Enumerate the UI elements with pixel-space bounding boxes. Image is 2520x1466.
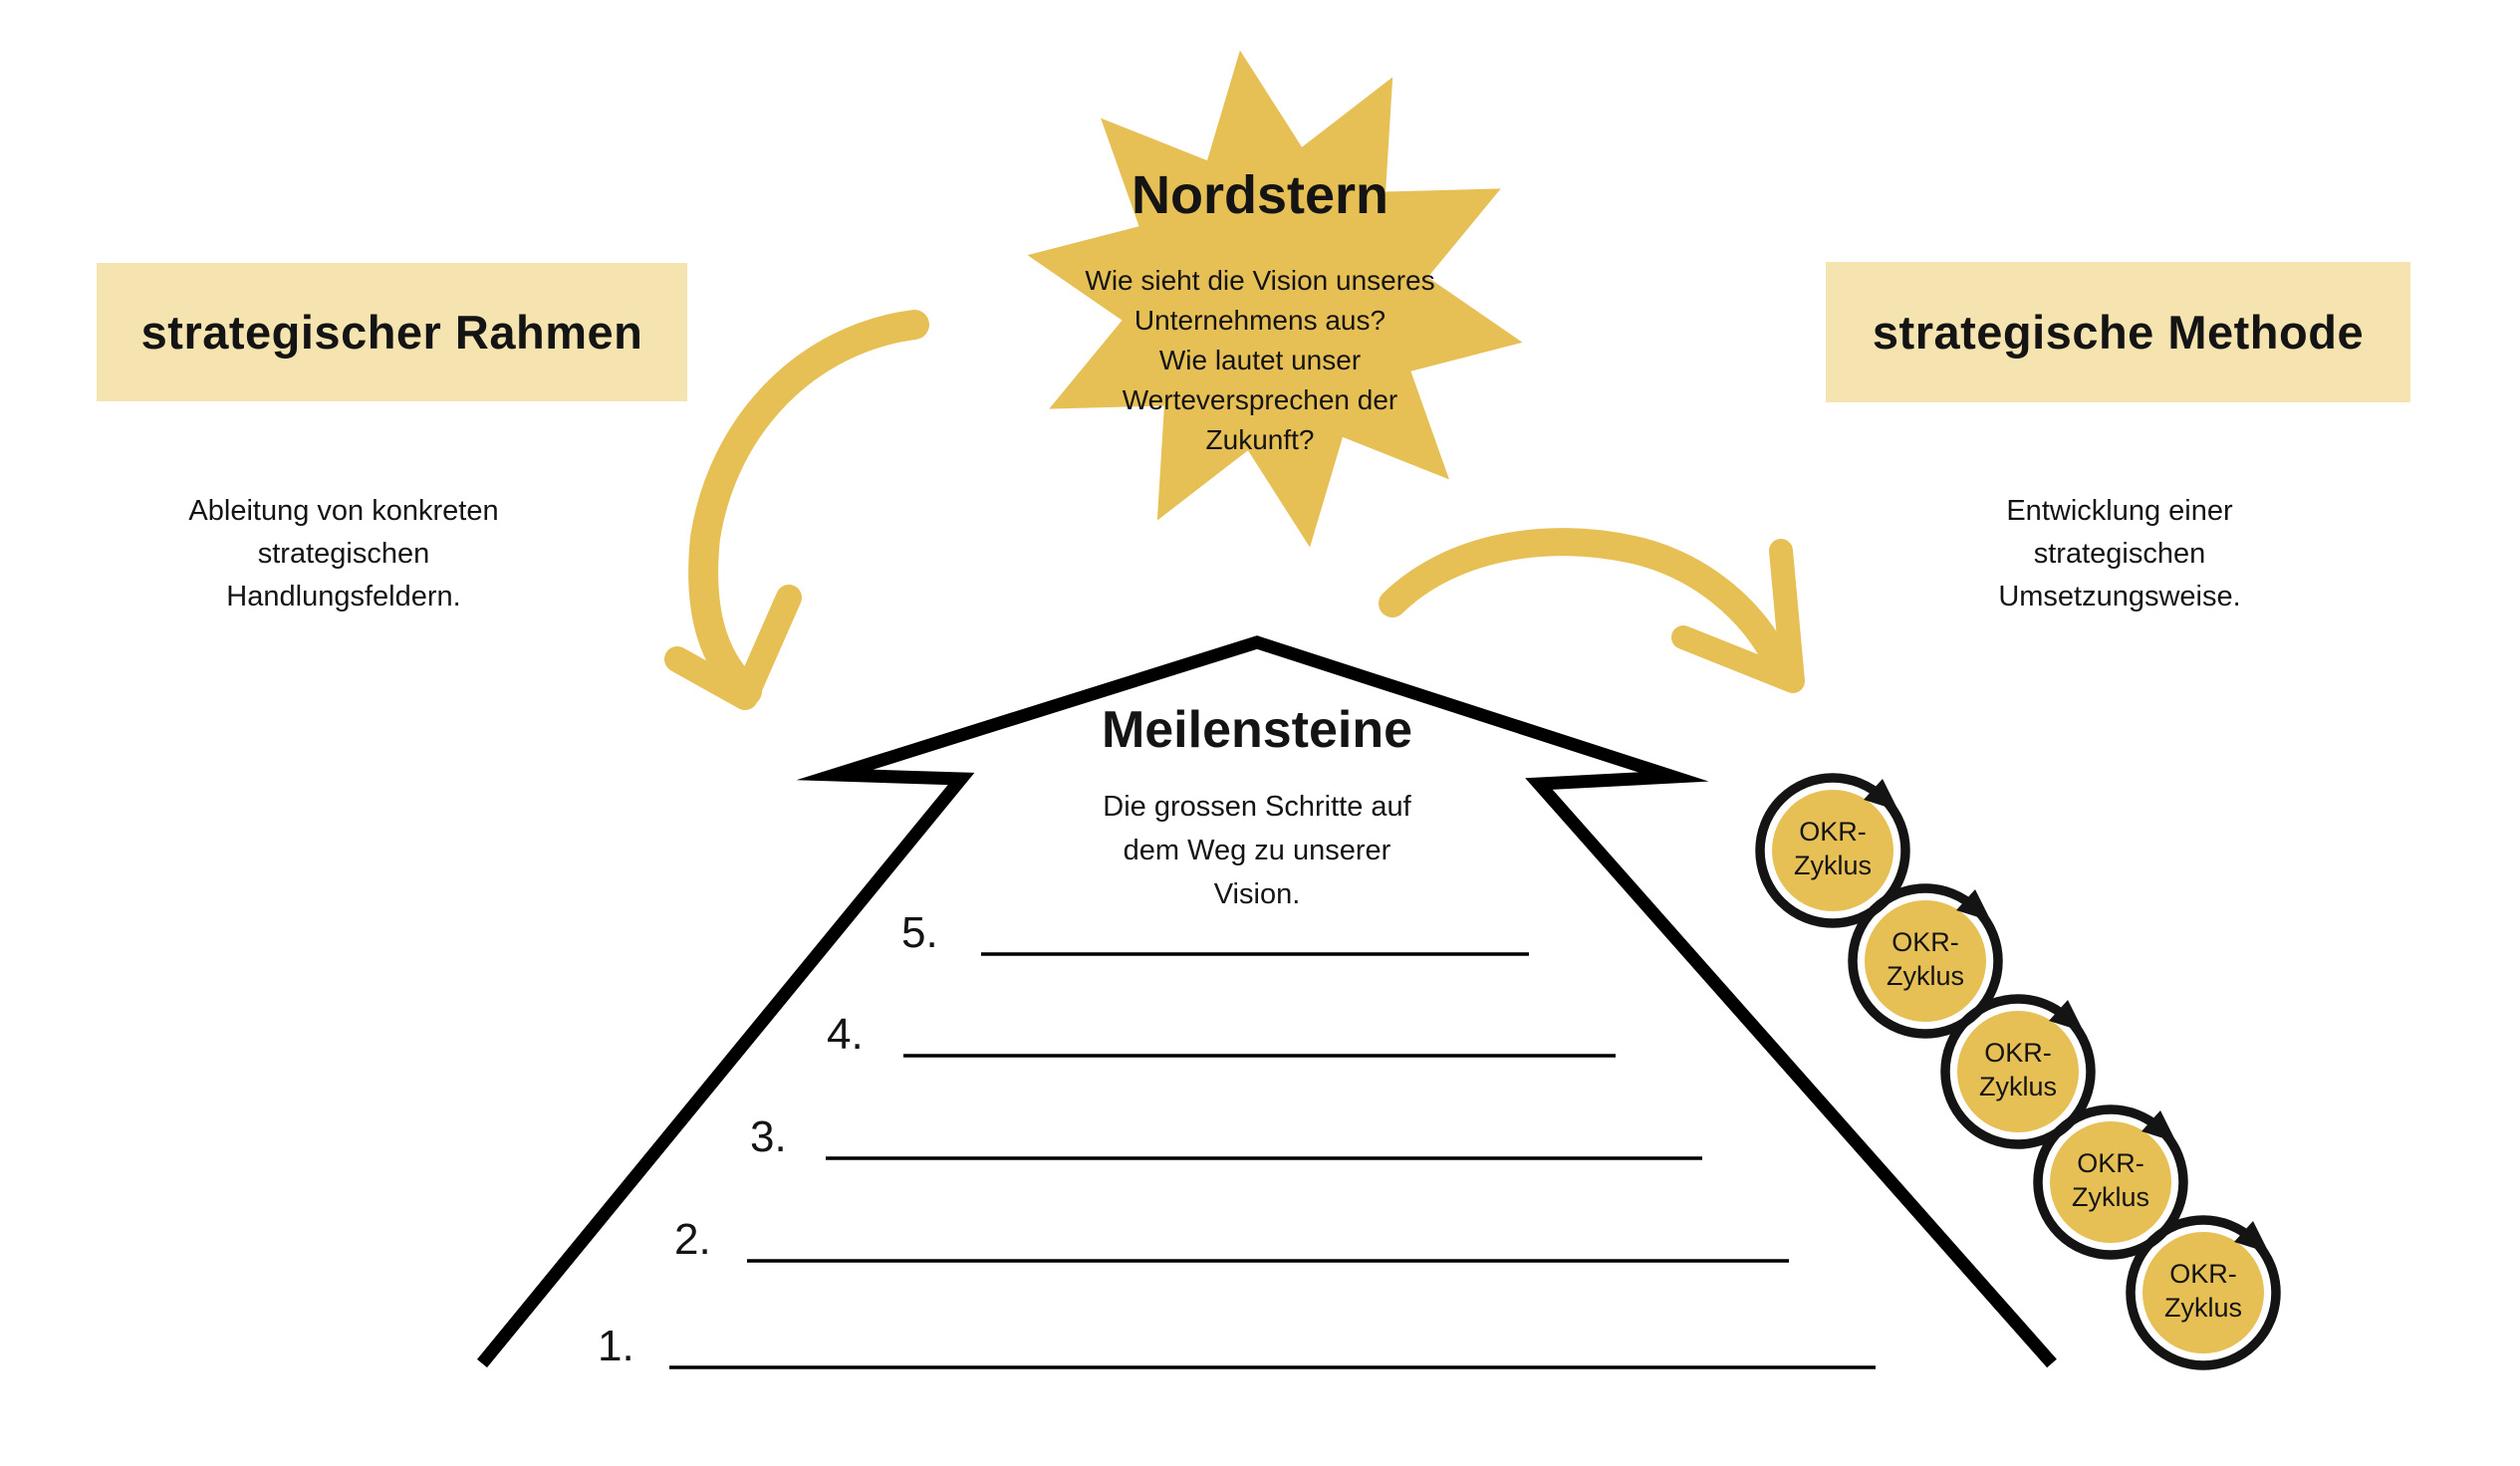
milestone-number-5: 5. <box>901 908 938 957</box>
right-label-box: strategische Methode <box>1826 262 2410 402</box>
okr-label-line2: Zyklus <box>1978 1072 2057 1101</box>
okr-label-line1: OKR- <box>1891 927 1959 957</box>
right-description-line: Umsetzungsweise. <box>1998 581 2241 612</box>
north-star-title: Nordstern <box>1131 165 1389 225</box>
okr-label-line2: Zyklus <box>2071 1182 2149 1212</box>
right-label: strategische Methode <box>1872 306 2365 359</box>
north-star-question-line: Werteversprechen der <box>1122 384 1398 415</box>
milestones-subtitle-line: Die grossen Schritte auf <box>1103 791 1411 823</box>
left-description: Ableitung von konkreten strategischen Ha… <box>144 490 543 618</box>
okr-label-line1: OKR- <box>1799 817 1867 847</box>
okr-label-line2: Zyklus <box>1886 961 1964 991</box>
milestones-subtitle: Die grossen Schritte auf dem Weg zu unse… <box>1078 785 1436 916</box>
okr-cycle-label-1: OKR- Zyklus <box>1758 815 1907 882</box>
okr-cycle-label-3: OKR- Zyklus <box>1943 1036 2093 1103</box>
curved-arrow-left <box>664 310 929 710</box>
left-description-line: Ableitung von konkreten <box>188 495 499 527</box>
north-star-question: Wie sieht die Vision unseres Unternehmen… <box>1011 261 1509 460</box>
okr-label-line2: Zyklus <box>2163 1293 2242 1323</box>
north-star-question-line: Zukunft? <box>1205 424 1315 455</box>
milestones-subtitle-line: dem Weg zu unserer Vision. <box>1123 835 1391 910</box>
north-star-shape <box>1027 50 1523 548</box>
milestone-number-2: 2. <box>674 1215 711 1264</box>
okr-label-line1: OKR- <box>1984 1038 2052 1068</box>
right-description-line: strategischen <box>2033 538 2206 570</box>
left-label: strategischer Rahmen <box>140 306 643 359</box>
curved-arrow-right <box>1379 528 1805 693</box>
left-description-line: Handlungsfeldern. <box>226 581 461 612</box>
okr-label-line1: OKR- <box>2169 1259 2237 1289</box>
milestone-number-3: 3. <box>750 1112 787 1161</box>
milestones-title: Meilensteine <box>1101 701 1413 759</box>
north-star-question-line: Wie sieht die Vision unseres <box>1085 265 1435 296</box>
okr-label-line1: OKR- <box>2077 1148 2144 1178</box>
left-label-box: strategischer Rahmen <box>97 263 687 401</box>
okr-cycle-label-4: OKR- Zyklus <box>2036 1146 2185 1214</box>
north-star-question-line: Unternehmens aus? <box>1134 305 1386 336</box>
milestone-number-1: 1. <box>598 1322 634 1370</box>
right-description-line: Entwicklung einer <box>2006 495 2233 527</box>
milestone-arrow-outline <box>476 635 2057 1368</box>
north-star-question-line: Wie lautet unser <box>1158 345 1362 375</box>
left-description-line: strategischen <box>257 538 430 570</box>
right-description: Entwicklung einer strategischen Umsetzun… <box>1920 490 2319 618</box>
milestone-number-4: 4. <box>827 1010 864 1059</box>
okr-label-line2: Zyklus <box>1793 851 1872 880</box>
okr-cycle-label-2: OKR- Zyklus <box>1851 925 2000 993</box>
okr-cycle-label-5: OKR- Zyklus <box>2129 1257 2278 1325</box>
